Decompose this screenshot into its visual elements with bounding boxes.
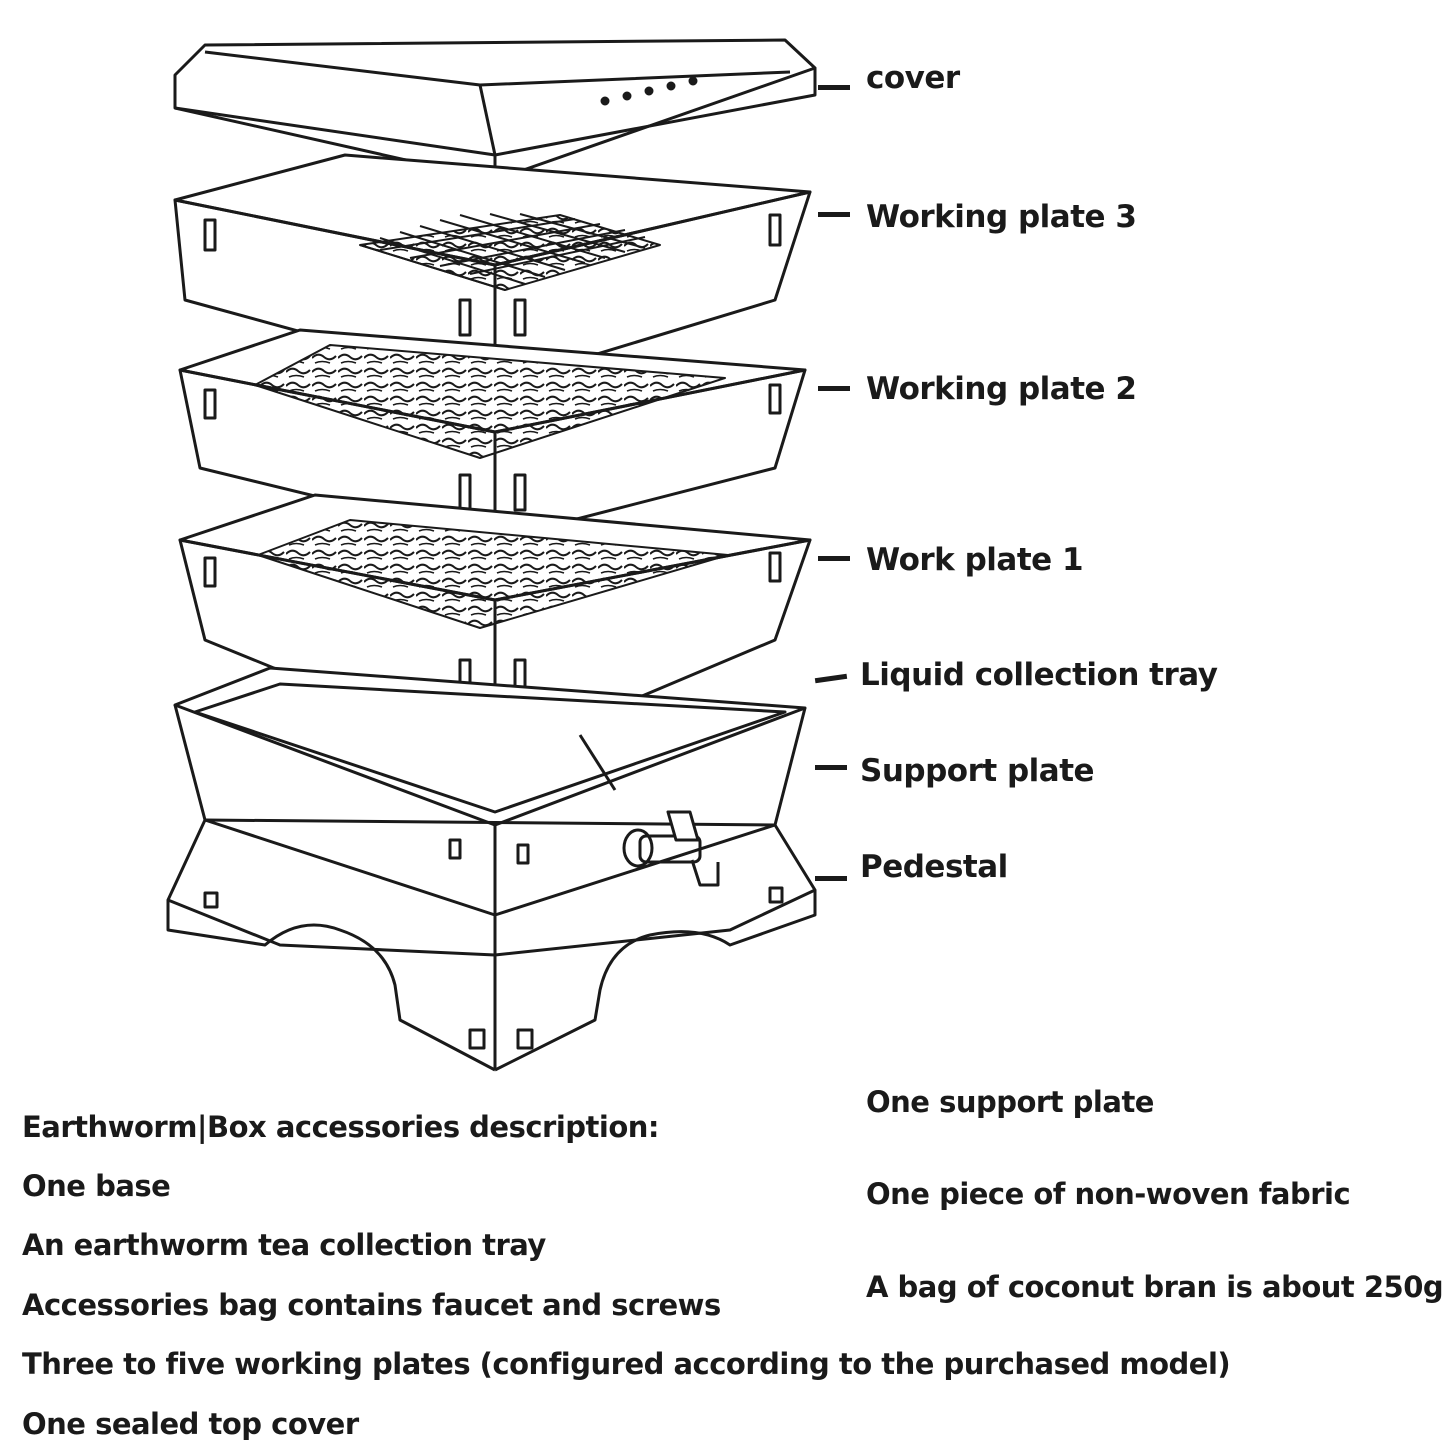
leader-dash <box>818 212 850 217</box>
label-working-plate-3: Working plate 3 <box>866 199 1137 235</box>
description-item: One base <box>22 1169 171 1203</box>
leader-dash <box>815 876 847 881</box>
description-item: Accessories bag contains faucet and scre… <box>22 1288 721 1322</box>
description-item: One sealed top cover <box>22 1407 359 1441</box>
label-cover: cover <box>866 60 960 96</box>
base-tray-part <box>166 666 817 1072</box>
leader-dash <box>815 765 847 770</box>
worm-bin-diagram <box>166 38 817 1072</box>
working-plate-3-part <box>173 153 812 387</box>
description-heading: Earthworm|Box accessories description: <box>22 1110 660 1144</box>
label-work-plate-1: Work plate 1 <box>866 542 1084 578</box>
leader-dash <box>818 386 850 391</box>
description-item: A bag of coconut bran is about 250g <box>866 1270 1444 1304</box>
description-item: Three to five working plates (configured… <box>22 1347 1231 1381</box>
label-support-plate: Support plate <box>860 753 1095 789</box>
label-pedestal: Pedestal <box>860 849 1008 885</box>
leader-dash <box>818 85 850 90</box>
working-plate-2-part <box>178 328 807 542</box>
faucet-part <box>622 810 720 887</box>
leader-dash <box>818 556 850 561</box>
cover-part <box>173 38 817 182</box>
description-item: One piece of non-woven fabric <box>866 1177 1351 1211</box>
label-working-plate-2: Working plate 2 <box>866 371 1137 407</box>
description-item: One support plate <box>866 1085 1154 1119</box>
description-item: An earthworm tea collection tray <box>22 1228 546 1262</box>
label-liquid-collection-tray: Liquid collection tray <box>860 657 1218 693</box>
